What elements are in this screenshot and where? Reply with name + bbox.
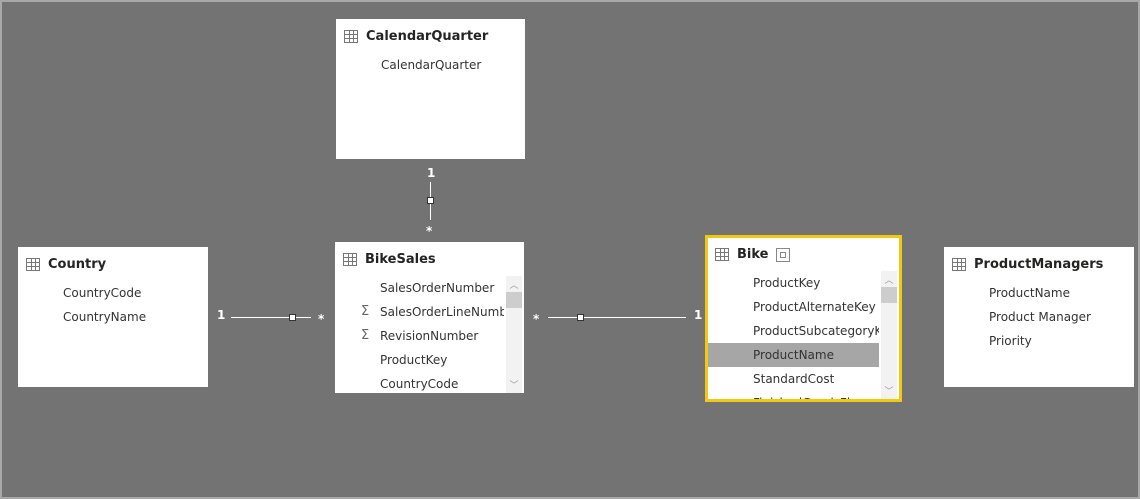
field-item[interactable]: CountryCode — [335, 372, 504, 393]
sigma-icon: Σ — [361, 304, 370, 319]
cardinality-one: 1 — [694, 308, 703, 322]
field-item[interactable]: Priority — [989, 334, 1032, 348]
direction-marker — [577, 314, 584, 321]
field-label: CountryCode — [380, 377, 459, 391]
table-card-productmanagers[interactable]: ProductManagers ProductName Product Mana… — [944, 247, 1134, 387]
cardinality-many: * — [533, 312, 540, 326]
field-item[interactable]: ProductSubcategoryKey — [753, 324, 879, 338]
table-icon — [343, 253, 357, 266]
scrollbar-thumb[interactable] — [506, 292, 522, 308]
chevron-up-icon[interactable]: ︿ — [509, 281, 519, 291]
scrollbar-thumb[interactable] — [881, 287, 897, 303]
cardinality-one: 1 — [217, 308, 226, 322]
field-item[interactable]: Product Manager — [989, 310, 1091, 324]
relationship-line-country-bikesales[interactable] — [231, 317, 311, 318]
focus-mode-icon[interactable] — [776, 247, 791, 262]
table-card-bike[interactable]: Bike ProductKey ProductAlternateKey Prod… — [705, 235, 902, 402]
field-item[interactable]: FinishedGoodsFlag — [708, 391, 879, 399]
relationship-line-bike-bikesales[interactable] — [548, 317, 686, 318]
field-label: ProductKey — [380, 353, 448, 367]
scrollbar[interactable]: ︿﹀ — [881, 271, 897, 399]
field-label: RevisionNumber — [380, 329, 479, 343]
field-item[interactable]: StandardCost — [753, 372, 835, 386]
chevron-up-icon[interactable]: ︿ — [884, 276, 894, 286]
sigma-icon: Σ — [361, 328, 370, 343]
direction-marker — [427, 197, 434, 204]
table-icon — [344, 30, 358, 43]
field-label: SalesOrderNumber — [380, 281, 495, 295]
field-item[interactable]: CalendarQuarter — [381, 58, 482, 72]
table-title: BikeSales — [365, 252, 436, 267]
field-item[interactable]: ProductAlternateKey — [753, 300, 876, 314]
field-item[interactable]: Σ SalesOrderLineNumber — [335, 300, 504, 324]
table-title: Bike — [737, 247, 769, 262]
field-item[interactable]: ProductKey — [335, 348, 504, 372]
cardinality-many: * — [426, 224, 433, 238]
chevron-down-icon[interactable]: ﹀ — [884, 387, 894, 397]
table-icon — [952, 258, 966, 271]
chevron-down-icon[interactable]: ﹀ — [509, 381, 519, 391]
table-title: Country — [48, 257, 107, 272]
table-card-country[interactable]: Country CountryCode CountryName — [18, 247, 208, 387]
direction-marker — [289, 314, 296, 321]
table-title: CalendarQuarter — [366, 29, 489, 44]
table-icon — [715, 248, 729, 261]
field-item-highlighted[interactable]: ProductName — [708, 343, 879, 367]
field-label: SalesOrderLineNumber — [380, 305, 504, 319]
table-card-bikesales[interactable]: BikeSales SalesOrderNumber Σ SalesOrderLi… — [335, 242, 524, 393]
table-title: ProductManagers — [974, 257, 1104, 272]
cardinality-one: 1 — [427, 166, 436, 180]
field-item[interactable]: ProductName — [989, 286, 1070, 300]
field-item[interactable]: CountryCode — [63, 286, 142, 300]
table-card-calendarquarter[interactable]: CalendarQuarter CalendarQuarter — [336, 19, 525, 159]
field-item[interactable]: CountryName — [63, 310, 147, 324]
field-item[interactable]: Σ RevisionNumber — [335, 324, 504, 348]
cardinality-many: * — [318, 312, 325, 326]
field-item[interactable]: SalesOrderNumber — [335, 276, 504, 300]
scrollbar[interactable]: ︿﹀ — [506, 276, 522, 393]
table-icon — [26, 258, 40, 271]
field-item[interactable]: ProductKey — [753, 276, 821, 290]
